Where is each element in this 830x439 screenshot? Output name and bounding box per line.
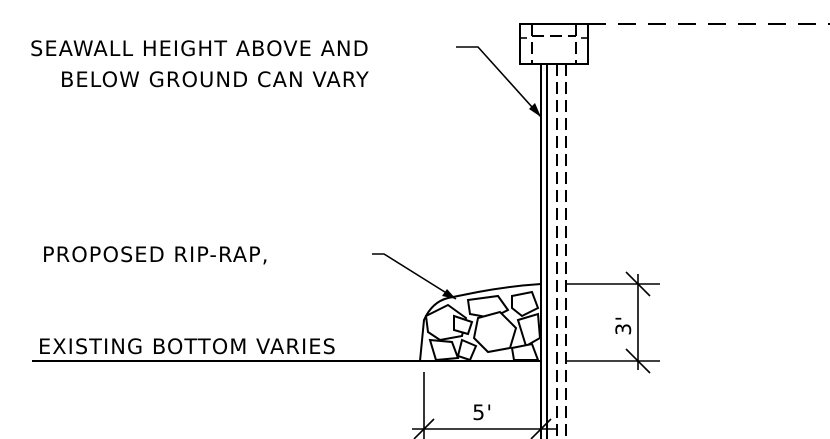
seawall-note-line2: BELOW GROUND CAN VARY: [60, 68, 370, 92]
height-dimension-label: 3': [612, 315, 636, 336]
seawall-panel: [540, 64, 548, 439]
existing-bottom-note: EXISTING BOTTOM VARIES: [38, 335, 337, 359]
riprap-mound: [418, 282, 542, 362]
height-dimension: [566, 271, 660, 374]
riprap-note: PROPOSED RIP-RAP,: [42, 243, 269, 267]
width-dimension: [412, 372, 556, 439]
riprap-note-leader: [372, 253, 457, 300]
seawall-note-line1: SEAWALL HEIGHT ABOVE AND: [30, 37, 370, 61]
seawall-note-leader: [456, 46, 542, 118]
width-dimension-label: 5': [472, 401, 493, 425]
seawall-cap: [519, 23, 589, 65]
seawall-pile-hidden-lines: [556, 64, 567, 439]
